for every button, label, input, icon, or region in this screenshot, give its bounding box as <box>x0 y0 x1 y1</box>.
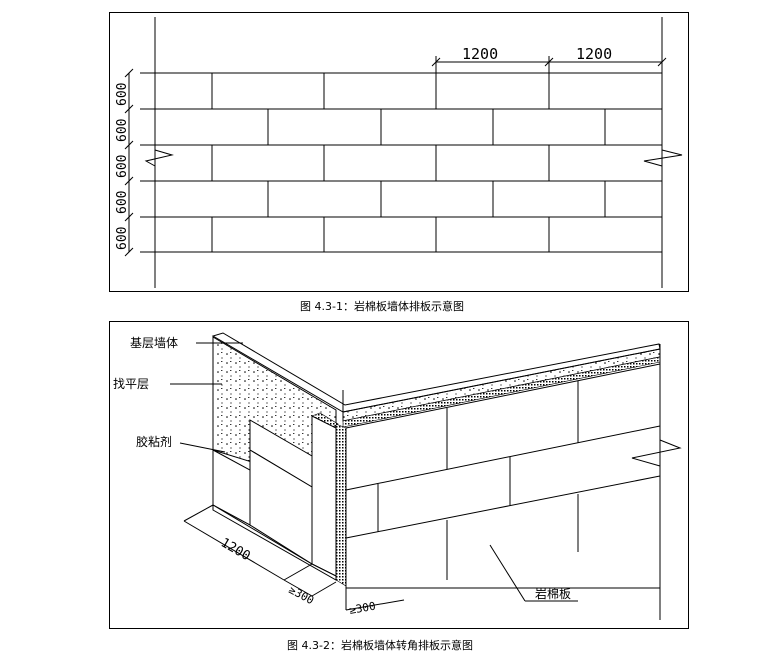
left-boards <box>212 415 337 581</box>
dim-label-600-5: 600 <box>115 227 130 250</box>
label-leveling-layer: 找平层 <box>113 377 149 391</box>
break-symbol-left <box>144 149 174 167</box>
break-symbol-right <box>643 149 683 167</box>
dim-label-300-right: ≥300 <box>348 600 376 617</box>
dim-label-1200-b: 1200 <box>576 45 612 63</box>
figure2-caption: 图 4.3-2：岩棉板墙体转角排板示意图 <box>287 639 473 652</box>
label-base-wall: 基层墙体 <box>130 336 178 350</box>
dimension-fig2 <box>183 504 405 611</box>
dimension-vertical <box>124 68 134 257</box>
figure1-caption: 图 4.3-1：岩棉板墙体排板示意图 <box>300 300 464 313</box>
right-boards <box>345 363 661 589</box>
dim-label-600-2: 600 <box>115 119 130 142</box>
corner-layout-panel <box>109 321 689 629</box>
dimension-horizontal <box>431 56 667 73</box>
dim-label-600-3: 600 <box>115 155 130 178</box>
dim-label-600-1: 600 <box>115 83 130 106</box>
break-symbol-fig2 <box>631 439 682 467</box>
dim-label-600-4: 600 <box>115 191 130 214</box>
label-adhesive: 胶粘剂 <box>136 434 172 449</box>
label-rock-wool-board: 岩棉板 <box>535 586 571 601</box>
wall-layout-panel <box>109 12 689 292</box>
dim-label-1200-a: 1200 <box>462 45 498 63</box>
leader-lines <box>170 342 578 602</box>
